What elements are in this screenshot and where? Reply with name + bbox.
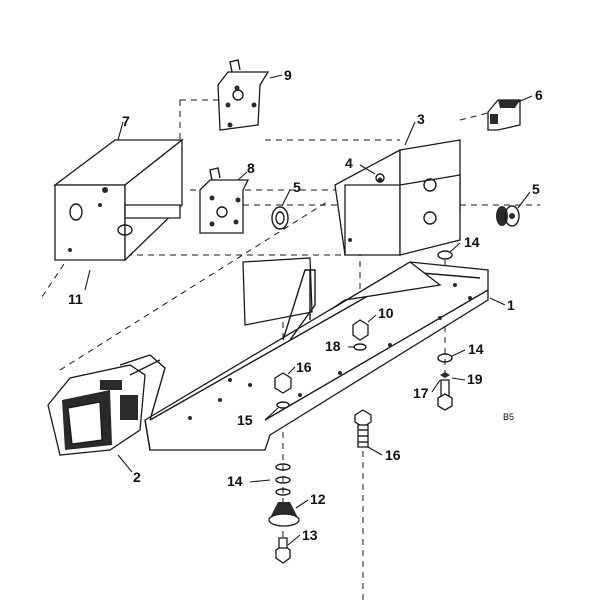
part-6-clip <box>487 99 521 131</box>
callout-19: 19 <box>467 371 483 387</box>
callout-13: 13 <box>302 527 318 543</box>
callout-9: 8 <box>247 160 255 176</box>
callout-7: 7 <box>122 113 130 129</box>
part-14-washer-right <box>437 353 453 363</box>
part-9-bracket <box>199 167 250 234</box>
part-5-grommet-right <box>496 205 520 227</box>
part-3-box <box>334 139 461 257</box>
callout-18: 18 <box>325 338 341 354</box>
figure-code: B5 <box>503 412 514 422</box>
callout-labels: 9 7 3 6 4 8 5 5 14 1 10 18 14 16 17 19 1… <box>68 67 543 543</box>
part-10-nut <box>352 319 369 341</box>
callout-14-right: 14 <box>468 341 484 357</box>
callout-16-center: 16 <box>296 359 312 375</box>
callout-14-top: 14 <box>464 234 480 250</box>
part-15-washer-right <box>440 372 450 378</box>
callout-2: 2 <box>133 469 141 485</box>
callout-1: 1 <box>507 297 515 313</box>
leader-lines <box>84 74 533 546</box>
part-5-grommet-center <box>271 206 289 230</box>
part-14-washer-top <box>437 250 453 260</box>
part-17-bolt <box>354 409 372 448</box>
callout-6: 6 <box>535 87 543 103</box>
callout-8: 9 <box>284 67 292 83</box>
callout-12: 12 <box>310 491 326 507</box>
part-15-washer <box>276 401 290 409</box>
callout-10: 10 <box>378 305 394 321</box>
part-2-motor-assembly <box>47 354 166 456</box>
part-1-channel-rail <box>144 261 489 451</box>
part-7-housing-box <box>53 138 184 262</box>
part-8-bracket <box>217 59 270 131</box>
part-4-screw <box>375 173 385 183</box>
part-12-foot <box>268 502 300 527</box>
part-19-screw <box>437 379 453 411</box>
callout-16-right: 17 <box>413 385 429 401</box>
callout-15: 15 <box>237 412 253 428</box>
callout-11: 11 <box>68 291 83 307</box>
callout-17: 16 <box>385 447 401 463</box>
callout-5-center: 5 <box>293 179 301 195</box>
callout-14-lower: 14 <box>227 473 243 489</box>
part-14-washers-lower <box>275 463 291 496</box>
callout-4: 4 <box>345 155 353 171</box>
part-13-bolt <box>275 537 291 564</box>
callout-5-right: 5 <box>532 181 540 197</box>
part-16-nut <box>274 372 292 394</box>
rail-panel-brace <box>242 257 316 341</box>
callout-3: 3 <box>417 111 425 127</box>
